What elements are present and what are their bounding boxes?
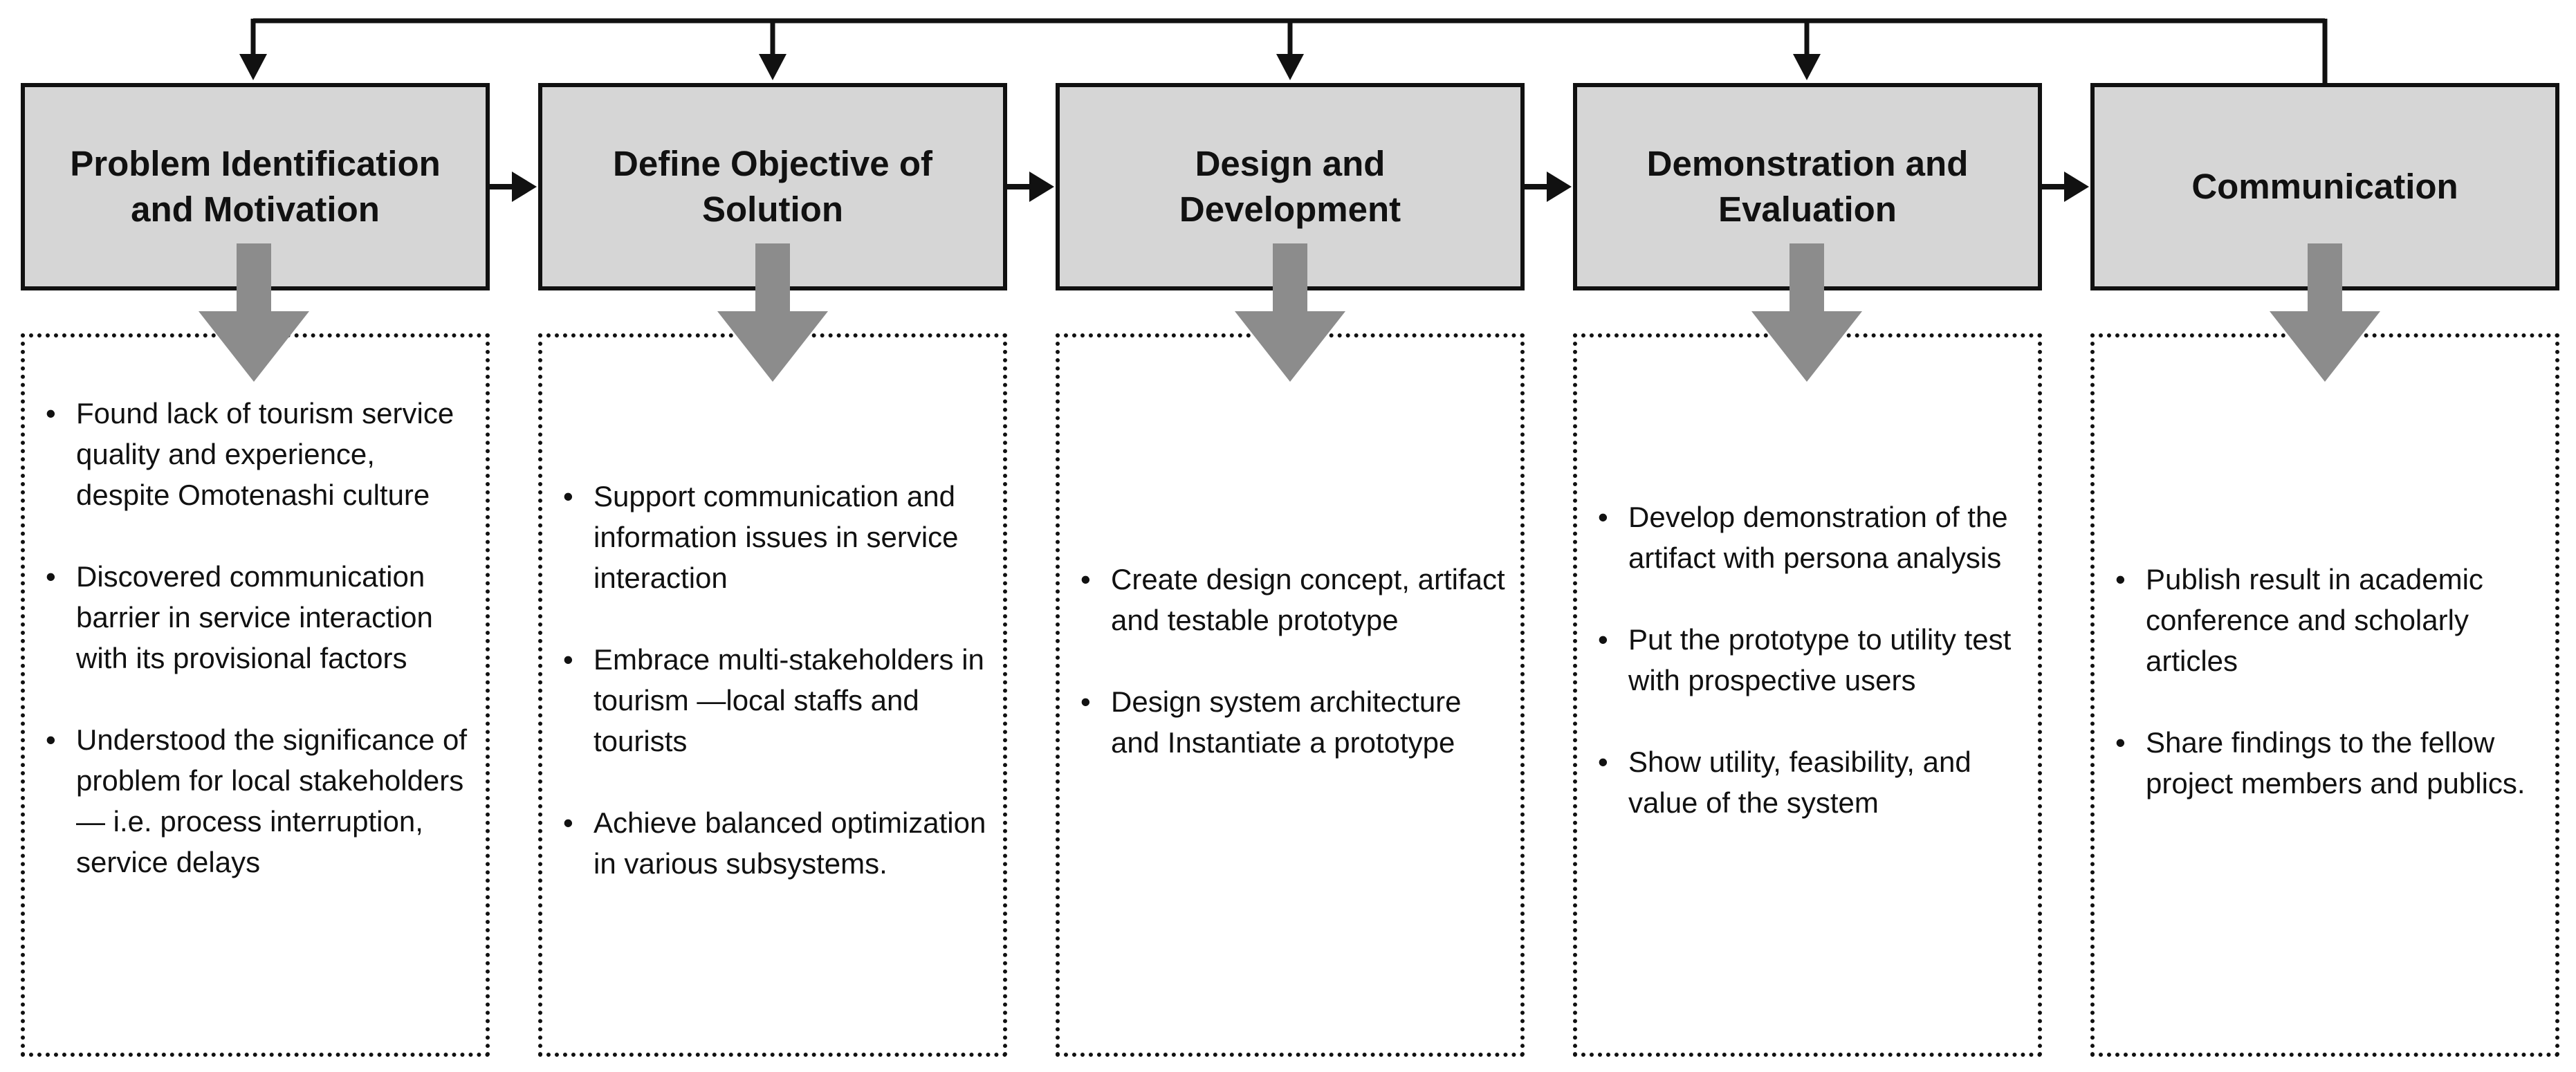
bullet-list: Create design concept, artifact and test…: [1080, 559, 1508, 763]
detail-box-design-development: Create design concept, artifact and test…: [1056, 333, 1525, 1057]
feedback-arrow-stage-4: [1793, 19, 1821, 80]
bullet-item: Publish result in academic conference an…: [2115, 559, 2543, 681]
feedback-arrow-stage-1: [239, 19, 267, 80]
flow-arrow-2-3: [1007, 172, 1054, 202]
detail-box-problem-identification: Found lack of tourism service quality an…: [21, 333, 490, 1057]
stage-title: Define Objective of Solution: [613, 141, 932, 233]
bullet-item: Develop demonstration of the artifact wi…: [1598, 497, 2025, 578]
bullet-item: Embrace multi-stakeholders in tourism —l…: [563, 639, 991, 761]
flow-arrow-4-5: [2042, 172, 2089, 202]
feedback-arrow-stage-3: [1276, 19, 1304, 80]
stage-title-line-2: and Motivation: [131, 190, 380, 229]
flow-arrow-3-4: [1525, 172, 1572, 202]
bullet-item: Show utility, feasibility, and value of …: [1598, 741, 2025, 823]
detail-box-demonstration-evaluation: Develop demonstration of the artifact wi…: [1573, 333, 2042, 1057]
bullet-item: Support communication and information is…: [563, 476, 991, 598]
bullet-list: Support communication and information is…: [563, 476, 991, 884]
bullet-list: Develop demonstration of the artifact wi…: [1598, 497, 2025, 823]
stage-box-design-development: Design and Development: [1056, 83, 1525, 290]
stage-box-communication: Communication: [2090, 83, 2559, 290]
flow-arrow-1-2: [490, 172, 537, 202]
stage-title-line-2: Development: [1179, 190, 1401, 229]
stage-title: Demonstration and Evaluation: [1647, 141, 1969, 233]
stage-box-demonstration-evaluation: Demonstration and Evaluation: [1573, 83, 2042, 290]
stage-title: Design and Development: [1179, 141, 1401, 233]
stage-title: Communication: [2191, 164, 2458, 210]
stage-title-line-1: Problem Identification: [70, 143, 441, 183]
stage-box-problem-identification: Problem Identification and Motivation: [21, 83, 490, 290]
detail-box-communication: Publish result in academic conference an…: [2090, 333, 2559, 1057]
bullet-list: Publish result in academic conference an…: [2115, 559, 2543, 804]
stage-title-line-1: Define Objective of: [613, 143, 932, 183]
bullet-item: Found lack of tourism service quality an…: [46, 393, 473, 515]
stage-title-line-1: Demonstration and: [1646, 143, 1969, 183]
bullet-list: Found lack of tourism service quality an…: [46, 393, 473, 882]
stage-title: Problem Identification and Motivation: [70, 141, 441, 233]
bullet-item: Design system architecture and Instantia…: [1080, 681, 1508, 763]
stage-title-line-2: Evaluation: [1718, 190, 1897, 229]
detail-box-define-objective: Support communication and information is…: [538, 333, 1007, 1057]
bullet-item: Create design concept, artifact and test…: [1080, 559, 1508, 640]
stage-title-line-2: Solution: [702, 190, 843, 229]
bullet-item: Share findings to the fellow project mem…: [2115, 722, 2543, 804]
bullet-item: Achieve balanced optimization in various…: [563, 802, 991, 884]
bullet-item: Understood the significance of problem f…: [46, 719, 473, 882]
stage-box-define-objective: Define Objective of Solution: [538, 83, 1007, 290]
stage-title-line-1: Design and: [1195, 143, 1386, 183]
bullet-item: Discovered communication barrier in serv…: [46, 556, 473, 678]
feedback-arrow-stage-2: [759, 19, 786, 80]
bullet-item: Put the prototype to utility test with p…: [1598, 619, 2025, 701]
stage-title-line-1: Communication: [2191, 166, 2458, 206]
